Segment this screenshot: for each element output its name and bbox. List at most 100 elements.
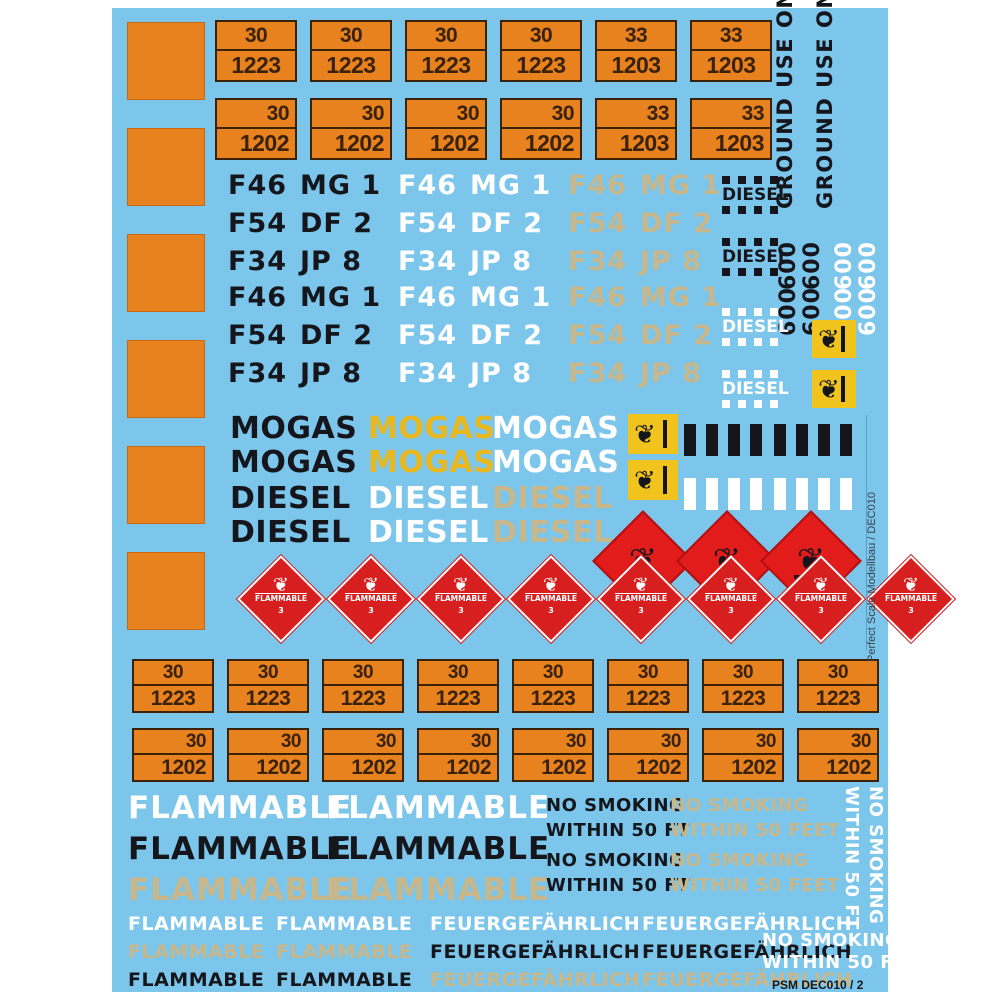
- hazard-plate-bottom-number: 1202: [429, 130, 480, 156]
- flammable-placard-small-label: FLAMMABLE: [704, 593, 758, 604]
- flammable-placard-small-label: FLAMMABLE: [524, 593, 578, 604]
- fuel-code-line: F54: [228, 320, 288, 351]
- diesel-dash-row: [722, 308, 789, 316]
- hazard-plate-top-number: 30: [407, 100, 485, 129]
- fuel-code-line: MG 1: [640, 170, 722, 201]
- diesel-dash-square: [754, 370, 762, 378]
- diesel-dash-square: [722, 176, 730, 184]
- diesel-dashed-block: DIESEL: [722, 176, 789, 214]
- hazard-plate-bottom-number: 1202: [161, 756, 206, 779]
- no-smoking-vertical-line2: WITHIN 50 FT: [841, 786, 862, 930]
- diesel-dash-square: [770, 238, 778, 246]
- fuel-code-line: JP 8: [470, 246, 533, 277]
- fuel-code-line: F54: [228, 208, 288, 239]
- fuel-code-line: MG 1: [300, 282, 382, 313]
- diesel-dash-square: [738, 338, 746, 346]
- diesel-dash-square: [770, 338, 778, 346]
- hazard-class-number: 3: [818, 605, 824, 615]
- hazard-plate-top-number: 30: [799, 661, 877, 686]
- diesel-dash-square: [738, 370, 746, 378]
- hazard-plate-bottom-number: 1223: [435, 687, 481, 710]
- fuel-code-line: MG 1: [470, 282, 552, 313]
- hazard-plate-bottom-number: 1203: [714, 130, 765, 156]
- no-smoking-line1: NO SMOKING: [546, 850, 685, 871]
- diesel-dash-square: [770, 370, 778, 378]
- diesel-dash-square: [754, 238, 762, 246]
- ground-use-only-label: GROUND USE ONLY: [813, 0, 837, 209]
- flammable-placard-small-label: FLAMMABLE: [614, 593, 668, 604]
- hazard-class-number: 3: [368, 605, 374, 615]
- diesel-dash-square: [754, 400, 762, 408]
- fuel-code-line: F46: [228, 170, 288, 201]
- stripe-bar: [840, 478, 852, 510]
- fuel-600-label: 600: [856, 241, 881, 290]
- flammable-small-label: FLAMMABLE: [128, 941, 265, 963]
- diesel-label: DIESEL: [368, 515, 489, 550]
- fuel-code-line: DF 2: [640, 208, 714, 239]
- diesel-dash-row: [722, 176, 789, 184]
- flaming-bomb-flag-placard: ❦: [812, 320, 856, 358]
- flammable-placard-small-label: FLAMMABLE: [794, 593, 848, 604]
- stripe-bar: [818, 478, 830, 510]
- hazard-plate-bottom-number: 1202: [731, 756, 776, 779]
- flame-icon: ❦: [813, 575, 829, 597]
- hazard-plate-top-number: 33: [692, 22, 770, 51]
- flammable-placard-small-label: FLAMMABLE: [434, 593, 488, 604]
- diesel-dash-square: [738, 176, 746, 184]
- hazard-plate-top-number: 30: [324, 730, 402, 755]
- flame-icon: ❦: [903, 575, 919, 597]
- diesel-dash-square: [754, 268, 762, 276]
- fuel-code-line: JP 8: [300, 246, 363, 277]
- hazard-plate-bottom-number: 1202: [239, 130, 290, 156]
- flaming-bomb-flag-placard: ❦: [628, 414, 678, 454]
- flammable-small-label: FLAMMABLE: [276, 941, 413, 963]
- hazard-plate-bottom-number: 1202: [334, 130, 385, 156]
- fuel-code-line: JP 8: [640, 358, 703, 389]
- hazard-plate-bottom-number: 1202: [256, 756, 301, 779]
- hazard-plate-top-number: 30: [704, 730, 782, 755]
- diesel-dash-row: [722, 268, 789, 276]
- diesel-dash-square: [770, 206, 778, 214]
- no-smoking-line2: WITHIN 50 FT: [546, 875, 690, 896]
- diesel-dash-square: [722, 268, 730, 276]
- hazard-plate-bottom-number: 1202: [636, 756, 681, 779]
- diesel-label: DIESEL: [492, 515, 613, 550]
- flammable-small-label: FLAMMABLE: [276, 913, 413, 935]
- hazard-plate-bottom-number: 1202: [351, 756, 396, 779]
- diesel-dashed-block: DIESEL: [722, 238, 789, 276]
- hazard-plate-bottom-number: 1223: [245, 687, 291, 710]
- hazard-plate-bottom-number: 1223: [421, 52, 471, 78]
- hazard-plate-top-number: 30: [134, 661, 212, 686]
- blank-orange-plate: [127, 234, 205, 312]
- diesel-dash-square: [738, 238, 746, 246]
- flame-icon: ❦: [453, 575, 469, 597]
- hazard-plate-bottom-number: 1203: [619, 130, 670, 156]
- flag-pole-icon: [663, 420, 667, 448]
- diesel-dash-square: [722, 400, 730, 408]
- mogas-label: MOGAS: [368, 411, 496, 446]
- diesel-dash-square: [738, 400, 746, 408]
- diesel-dashed-label: DIESEL: [722, 247, 789, 267]
- diesel-dash-row: [722, 206, 789, 214]
- fuel-code-line: JP 8: [640, 246, 703, 277]
